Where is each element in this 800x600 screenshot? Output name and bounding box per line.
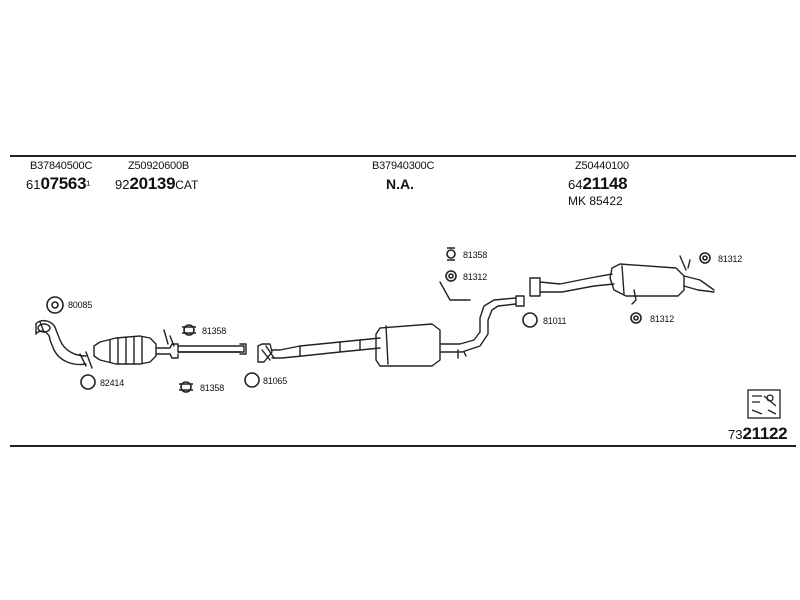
part-label-81358-c: 81358 [463, 250, 488, 260]
part-label-81312-c: 81312 [718, 254, 743, 264]
front-pipe-drawing [35, 319, 93, 369]
column-1-part-number: 6107563¹ [26, 174, 91, 193]
part-label-81011: 81011 [543, 316, 567, 326]
center-pipe-drawing [257, 281, 525, 367]
hanger-icon-81312-c [699, 252, 711, 264]
column-1-ref: B37840500C [30, 160, 93, 172]
part-label-82414: 82414 [100, 378, 125, 388]
hanger-icon-81312-a [445, 270, 457, 282]
column-3-ref: B37940300C [372, 160, 435, 172]
catalytic-converter-drawing [93, 329, 247, 365]
catalog-tools-icon [747, 389, 781, 419]
column-4-ref: Z50440100 [575, 160, 629, 172]
part-label-81312-a: 81312 [463, 272, 488, 282]
part-label-80085: 80085 [68, 300, 93, 310]
clamp-icon-81358-a [182, 324, 196, 336]
ring-icon-81065 [244, 372, 260, 388]
column-4-part-number: 6421148 [568, 174, 628, 193]
clamp-icon-81358-b [179, 381, 193, 393]
hanger-icon-81312-b [630, 312, 642, 324]
top-rule [10, 155, 796, 157]
ring-icon-82414 [80, 374, 96, 390]
bottom-rule [10, 445, 796, 447]
part-label-81065: 81065 [263, 376, 288, 386]
ring-icon-81011 [522, 312, 538, 328]
rear-silencer-drawing [529, 255, 715, 305]
part-label-81358-b: 81358 [200, 383, 225, 393]
clamp-icon-81358-c [446, 247, 456, 261]
column-4-extra: MK 85422 [568, 194, 623, 208]
part-label-81358-a: 81358 [202, 326, 227, 336]
part-label-81312-b: 81312 [650, 314, 675, 324]
column-2-part-number: 9220139CAT [115, 174, 199, 193]
kit-part-number: 7321122 [728, 424, 788, 443]
column-2-ref: Z50920600B [128, 160, 189, 172]
column-3-not-available: N.A. [386, 176, 414, 192]
gasket-icon-80085 [46, 296, 64, 314]
